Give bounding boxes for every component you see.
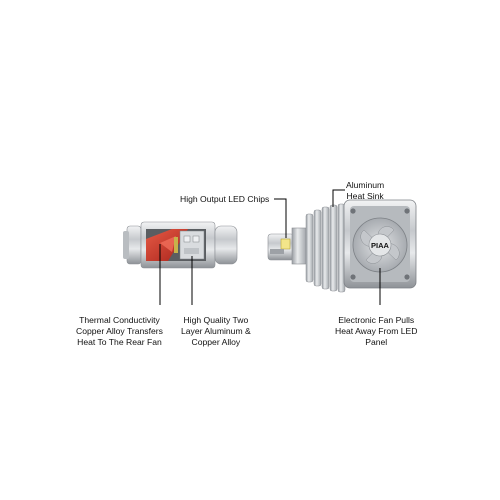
cooling-fan-icon: PIAA: [352, 217, 408, 273]
label-copper-alloy: Thermal Conductivity Copper Alloy Transf…: [76, 315, 163, 347]
leader-lines: [159, 189, 381, 305]
label-electronic-fan: Electronic Fan Pulls Heat Away From LED …: [335, 315, 418, 347]
label-aluminum-layer: High Quality Two Layer Aluminum & Copper…: [181, 315, 251, 347]
label-heat-sink: Aluminum Heat Sink: [346, 180, 385, 201]
led-chip: [280, 238, 291, 250]
label-led-chips: High Output LED Chips: [180, 194, 270, 204]
led-bulb-cutaway-icon: [123, 221, 238, 269]
leader-chips: [274, 198, 287, 238]
led-bulb-fan-icon: PIAA: [267, 199, 417, 293]
leader-heat-sink: [332, 189, 345, 207]
brand-logo: PIAA: [371, 241, 390, 250]
